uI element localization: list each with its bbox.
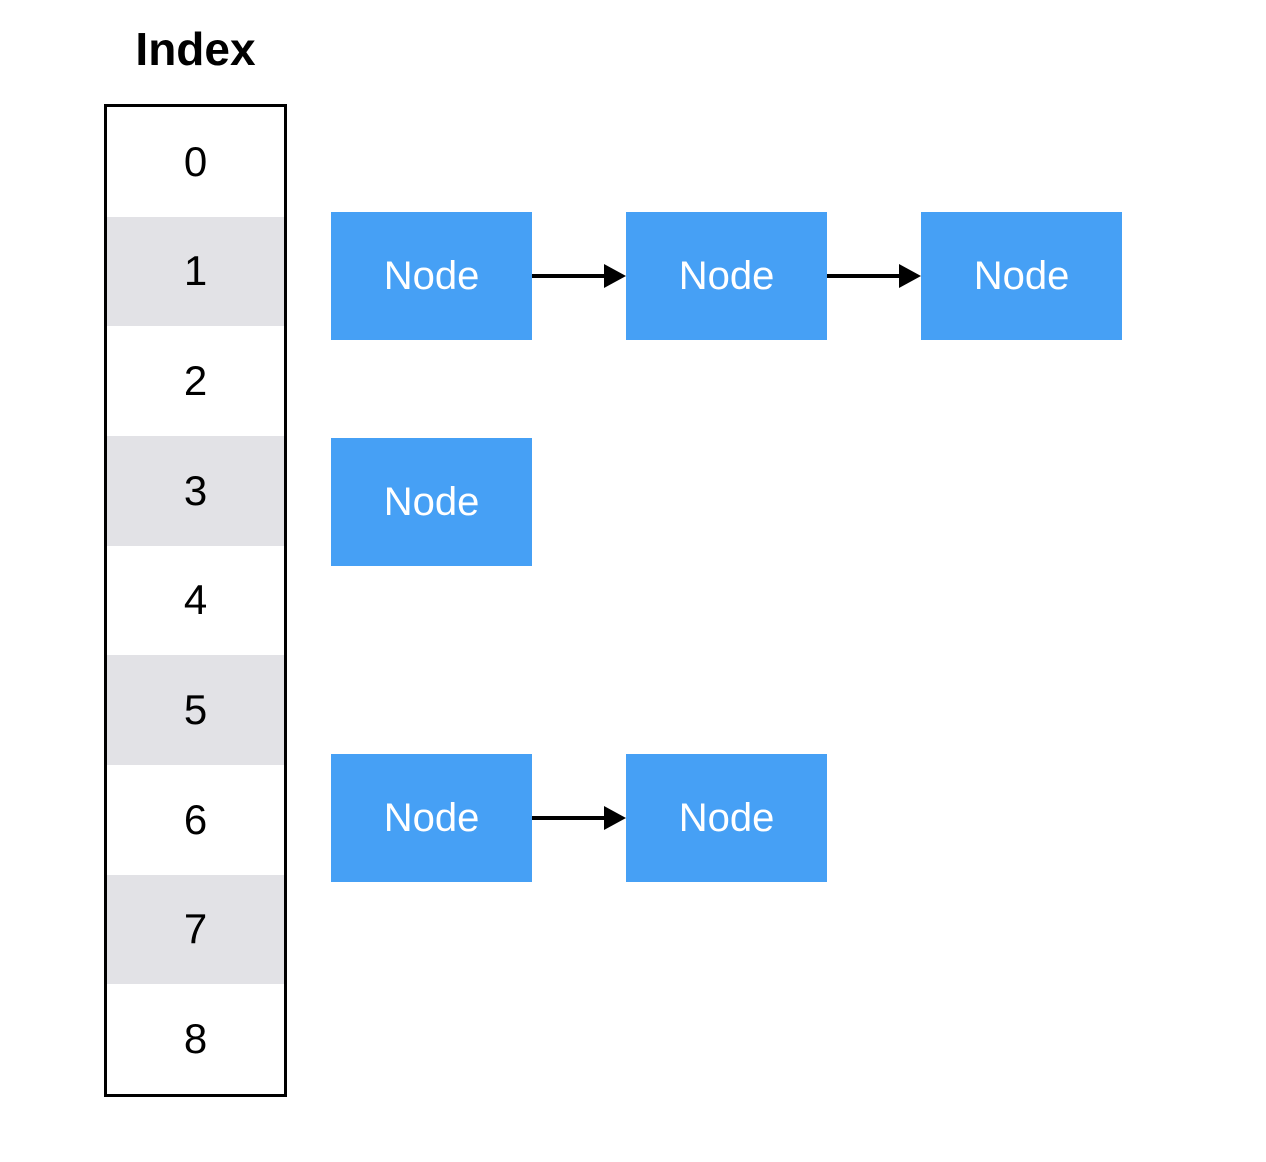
index-column: 0 1 2 3 4 5 6 7 8 — [104, 104, 287, 1097]
index-cell-6: 6 — [107, 764, 284, 875]
node-box: Node — [331, 754, 532, 882]
node-box: Node — [626, 754, 827, 882]
index-cell-3: 3 — [107, 435, 284, 546]
node-chain-bucket-1: Node Node Node — [331, 212, 1122, 340]
index-cell-2: 2 — [107, 326, 284, 436]
index-cell-1: 1 — [107, 216, 284, 327]
arrow-shaft — [532, 816, 612, 820]
next-pointer-arrow-icon — [532, 264, 626, 288]
arrow-head-icon — [604, 806, 626, 830]
index-cell-0: 0 — [107, 107, 284, 217]
node-box: Node — [626, 212, 827, 340]
index-cell-8: 8 — [107, 984, 284, 1094]
node-chain-bucket-6: Node Node — [331, 754, 827, 882]
arrow-head-icon — [604, 264, 626, 288]
node-box: Node — [331, 438, 532, 566]
index-column-title: Index — [135, 23, 256, 75]
node-chain-bucket-3: Node — [331, 438, 532, 566]
node-box: Node — [331, 212, 532, 340]
index-cell-4: 4 — [107, 545, 284, 656]
index-cell-5: 5 — [107, 655, 284, 765]
next-pointer-arrow-icon — [532, 806, 626, 830]
node-box: Node — [921, 212, 1122, 340]
next-pointer-arrow-icon — [827, 264, 921, 288]
arrow-shaft — [827, 274, 907, 278]
arrow-head-icon — [899, 264, 921, 288]
index-cell-7: 7 — [107, 874, 284, 985]
arrow-shaft — [532, 274, 612, 278]
